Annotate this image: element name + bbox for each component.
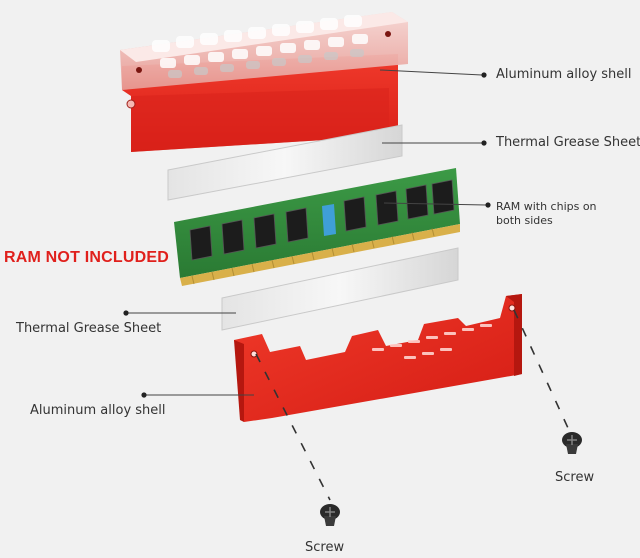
screw-right: [562, 432, 582, 454]
top-aluminum-shell: [120, 12, 408, 152]
callout-dots: [123, 72, 491, 398]
label-ram-line-1: RAM with chips on: [496, 200, 597, 213]
label-screw-bottom: Screw: [305, 540, 345, 555]
bottom-thermal-grease-sheet: [221, 247, 459, 331]
label-ram-line-2: both sides: [496, 214, 553, 227]
screw-bottom: [320, 504, 340, 526]
bottom-aluminum-shell: [234, 294, 522, 422]
callout-lines: [128, 69, 487, 396]
ram-not-included-warning: RAM NOT INCLUDED: [4, 249, 169, 266]
label-top-aluminum-shell: Aluminum alloy shell: [496, 67, 632, 82]
label-bottom-thermal-grease-sheet: Thermal Grease Sheet: [16, 321, 162, 336]
label-top-thermal-grease-sheet: Thermal Grease Sheet: [496, 135, 640, 150]
label-bottom-aluminum-shell: Aluminum alloy shell: [30, 403, 166, 418]
label-screw-right: Screw: [555, 470, 595, 485]
label-ram-chips: RAM with chips on both sides: [496, 200, 636, 228]
top-thermal-grease-sheet: [167, 124, 403, 201]
ram-module: [174, 168, 460, 286]
assembly-guide-lines: [255, 309, 569, 501]
